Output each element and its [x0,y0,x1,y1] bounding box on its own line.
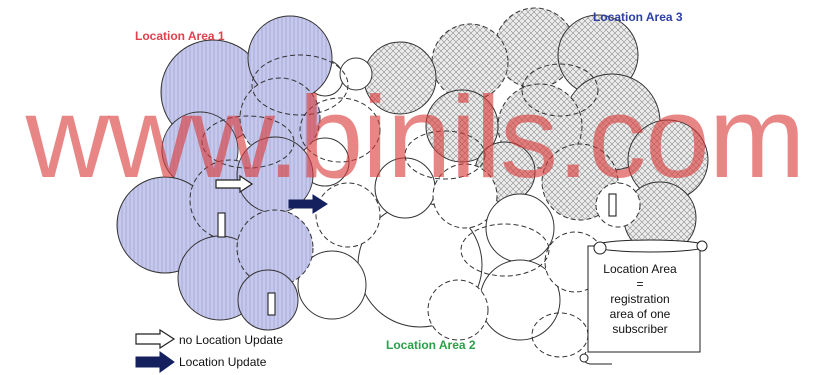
filled-arrow-icon [288,194,328,214]
scroll-top-roll [593,239,707,253]
cell-outline [460,223,550,277]
cell-outline [299,97,381,163]
note-scroll [579,239,708,365]
location-area-1-cells [116,15,333,331]
cell [431,23,509,101]
cell-outline [531,312,589,358]
cell [297,250,367,320]
legend-update-label: Location Update [179,355,267,369]
cell [432,163,498,229]
legend-no-update-label: no Location Update [179,333,284,347]
cell [427,279,489,341]
cell [315,182,381,248]
location-area-3-label: Location Area 3 [593,10,683,24]
scroll-curl [593,241,607,255]
cell-outline [521,63,599,117]
note-line: = [636,277,644,291]
note-line: registration [610,292,670,306]
mobile-devices [217,193,617,316]
legend-hollow-arrow-icon [135,328,176,350]
cell [239,77,321,159]
note-line: area of one [609,307,671,321]
cell-outline [201,115,295,169]
location-area-3-cells [363,7,709,255]
cell-outline [404,130,486,180]
cell [595,182,641,228]
location-area-1-label: Location Area 1 [135,29,225,43]
note-line: Location Area [603,262,677,276]
cell [374,157,436,219]
mobile-phone-icon [267,292,276,316]
mobile-phone-icon [608,193,617,217]
cell-outline [251,54,349,116]
cell [363,41,437,115]
legend-filled-arrow-icon [135,351,175,373]
location-area-2-cells [297,57,641,341]
scroll-curl [579,353,589,363]
cell [425,89,499,163]
scroll-curl [696,240,708,252]
note-line: subscriber [612,322,668,336]
hollow-arrow-icon [215,174,254,194]
location-area-2-label: Location Area 2 [386,338,476,352]
cell [485,193,555,263]
note-text: Location Area = registration area of one… [588,262,692,337]
mobile-phone-icon [217,212,226,238]
